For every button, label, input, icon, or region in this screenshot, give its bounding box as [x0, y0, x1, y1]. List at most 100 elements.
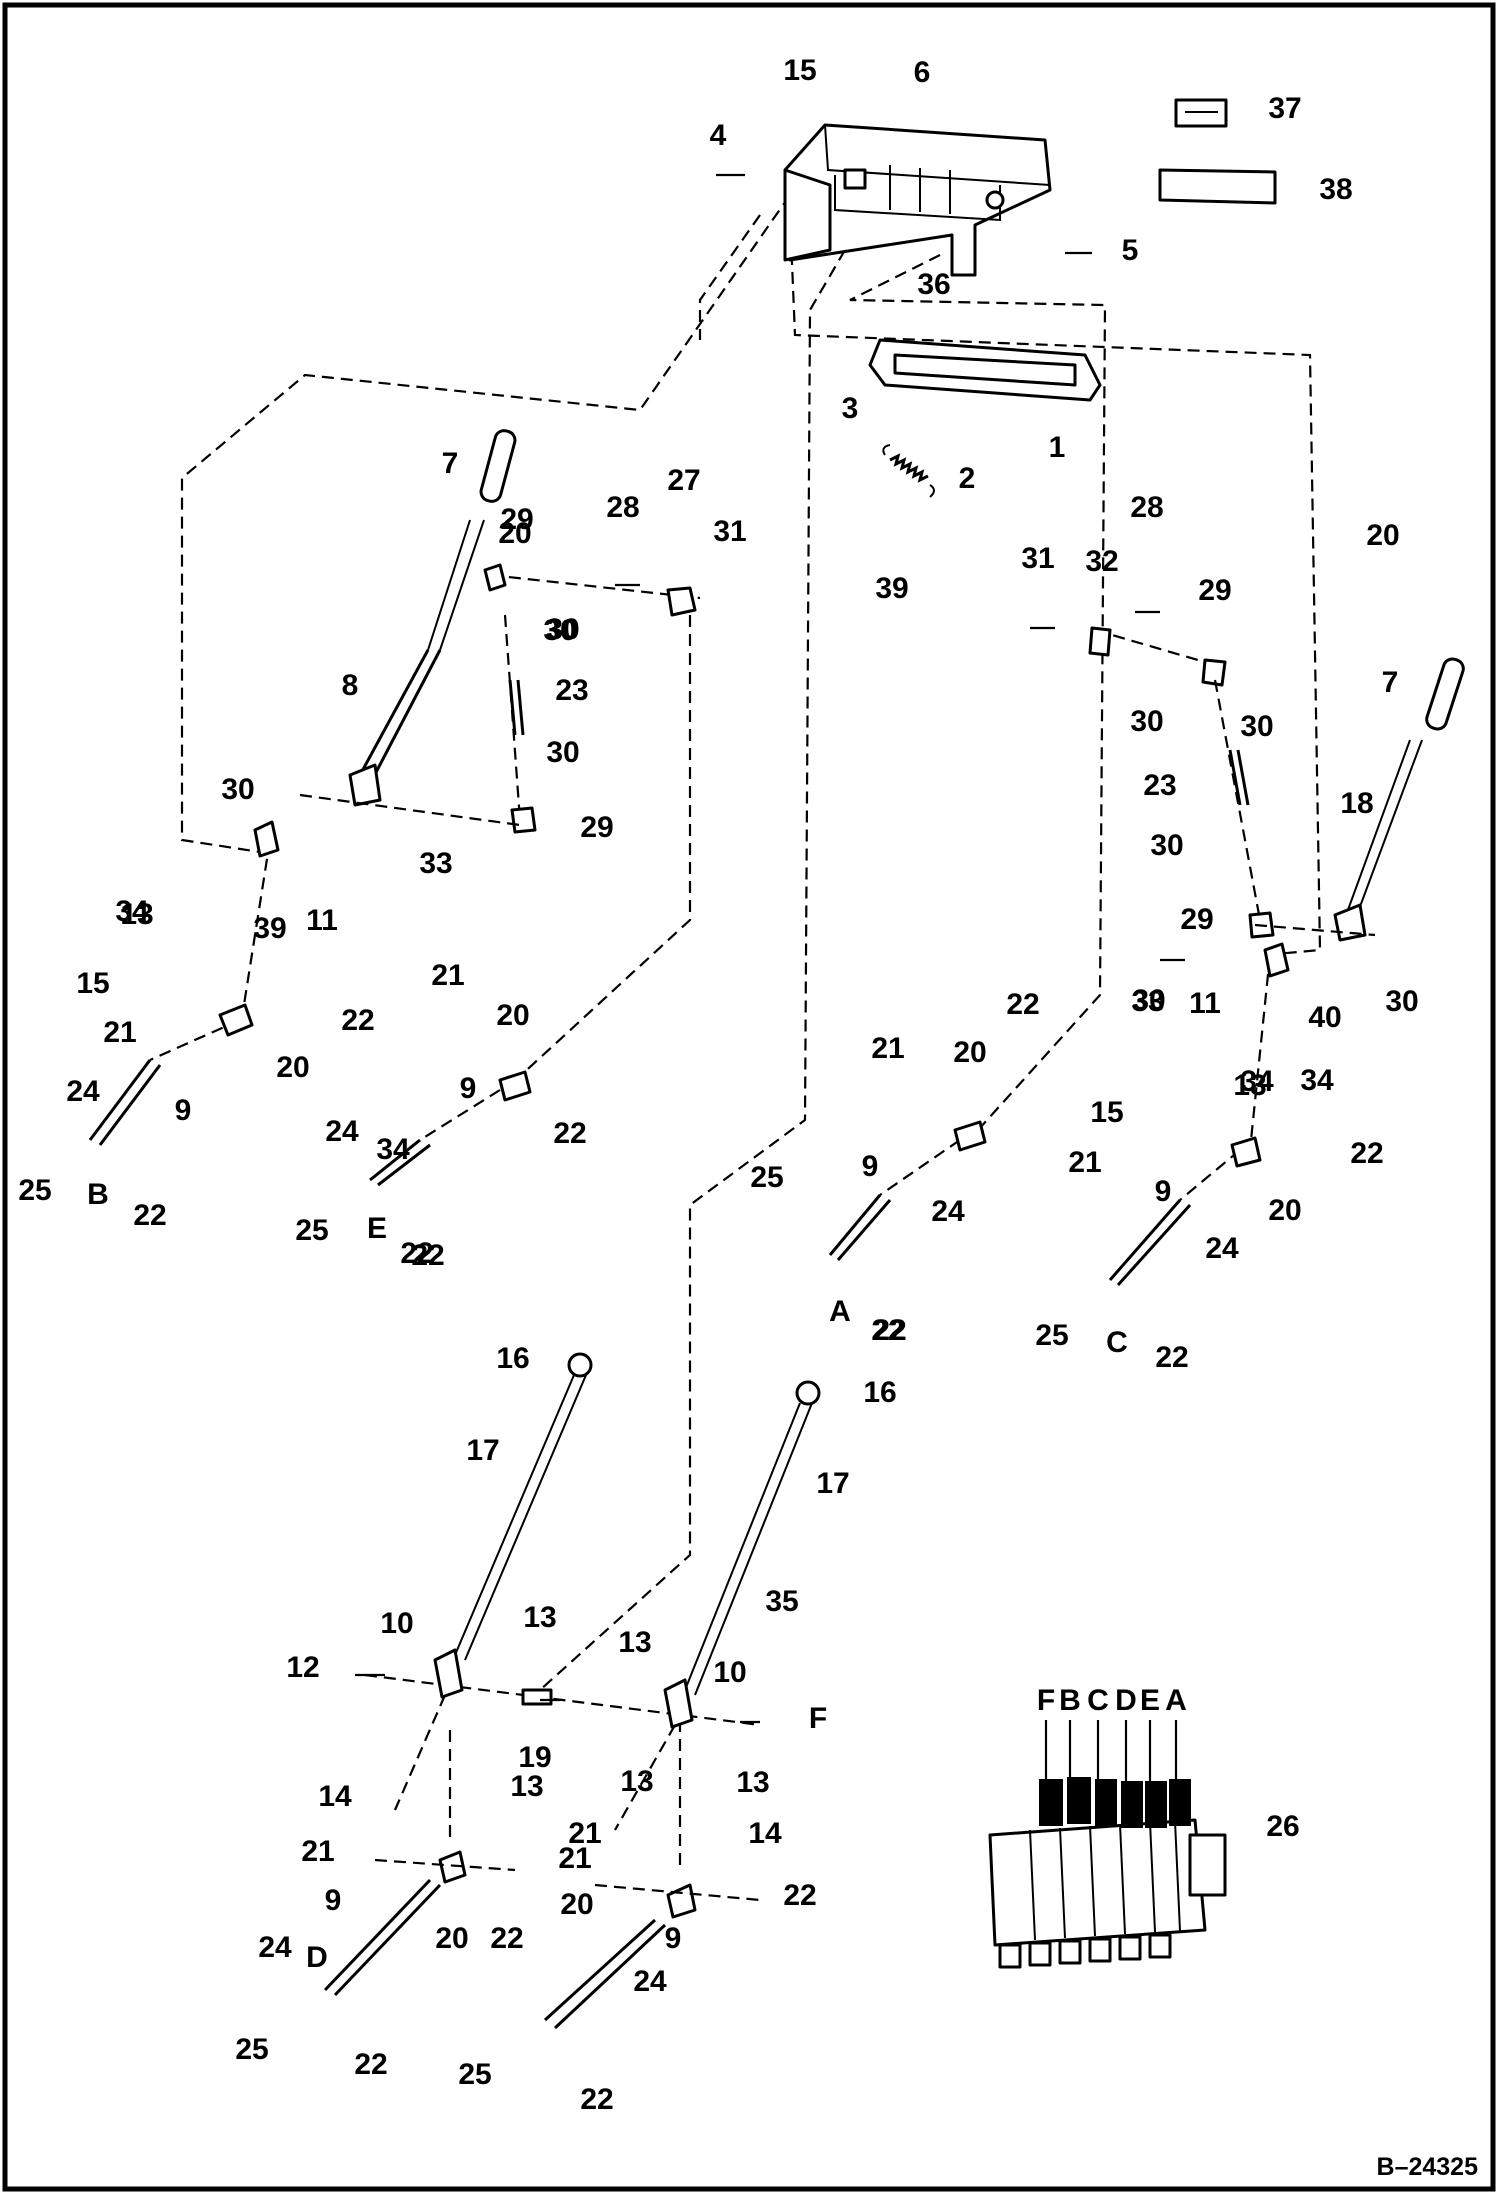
callout-15: 15 — [1090, 1096, 1123, 1129]
callout-13: 13 — [736, 1766, 769, 1799]
callout-35: 35 — [765, 1585, 798, 1618]
valve-label-D: D — [1115, 1684, 1137, 1717]
callout-9: 9 — [1155, 1175, 1172, 1208]
callout-16: 16 — [863, 1376, 896, 1409]
callout-24: 24 — [633, 1965, 667, 1998]
callout-20: 20 — [1366, 519, 1399, 552]
callout-34: 34 — [1240, 1065, 1274, 1098]
decals-36-37 — [1158, 98, 1277, 205]
callout-E: E — [367, 1212, 387, 1245]
drawing-id: B–24325 — [1377, 2153, 1479, 2181]
callout-22: 22 — [873, 1314, 906, 1347]
callout-7: 7 — [1382, 666, 1399, 699]
callout-24: 24 — [931, 1195, 965, 1228]
callout-29: 29 — [1180, 903, 1213, 936]
callout-9: 9 — [665, 1922, 682, 1955]
callout-24: 24 — [66, 1075, 100, 1108]
callout-14: 14 — [318, 1780, 352, 1813]
callout-30: 30 — [221, 773, 254, 806]
callout-39: 39 — [253, 912, 286, 945]
callout-30: 30 — [1132, 984, 1165, 1017]
callout-21: 21 — [1068, 1146, 1101, 1179]
callout-20: 20 — [560, 1888, 593, 1921]
callout-15: 15 — [783, 54, 816, 87]
callout-37: 37 — [1268, 92, 1301, 125]
callout-22: 22 — [871, 1314, 904, 1347]
callout-24: 24 — [325, 1115, 359, 1148]
callout-21: 21 — [103, 1016, 136, 1049]
callout-17: 17 — [816, 1467, 849, 1500]
callout-23: 23 — [1143, 769, 1176, 802]
callout-22: 22 — [133, 1199, 166, 1232]
callout-30: 30 — [1150, 829, 1183, 862]
valve-label-E: E — [1140, 1684, 1160, 1717]
callout-9: 9 — [175, 1094, 192, 1127]
callout-F: F — [809, 1702, 827, 1735]
callout-22: 22 — [341, 1004, 374, 1037]
callout-20: 20 — [1268, 1194, 1301, 1227]
callout-13: 13 — [620, 1765, 653, 1798]
callout-C: C — [1106, 1326, 1128, 1359]
callout-8: 8 — [342, 669, 359, 702]
valve-label-A: A — [1165, 1684, 1187, 1717]
callout-21: 21 — [558, 1842, 591, 1875]
callout-22: 22 — [580, 2083, 613, 2116]
callout-22: 22 — [1155, 1341, 1188, 1374]
lower-lever-assembly — [323, 1352, 821, 2030]
callout-9: 9 — [460, 1072, 477, 1105]
callout-20: 20 — [276, 1051, 309, 1084]
callout-38: 38 — [1319, 173, 1352, 206]
callout-29: 29 — [500, 503, 533, 536]
callout-20: 20 — [953, 1036, 986, 1069]
callout-9: 9 — [325, 1884, 342, 1917]
callout-20: 20 — [498, 517, 531, 550]
callout-13: 13 — [1233, 1069, 1266, 1102]
callout-27: 27 — [667, 464, 700, 497]
callout-22: 22 — [400, 1237, 433, 1270]
upper-linkages — [88, 1003, 1262, 1287]
callout-6: 6 — [914, 56, 931, 89]
callout-25: 25 — [458, 2058, 491, 2091]
callout-25: 25 — [1035, 1319, 1068, 1352]
callout-17: 17 — [466, 1434, 499, 1467]
callout-A: A — [829, 1295, 851, 1328]
callout-16: 16 — [496, 1342, 529, 1375]
callout-33: 33 — [1131, 985, 1164, 1018]
callout-4: 4 — [710, 119, 727, 152]
handle-part-1 — [868, 338, 1102, 402]
callout-10: 10 — [713, 1656, 746, 1689]
callout-7: 7 — [442, 447, 459, 480]
callout-9: 9 — [862, 1150, 879, 1183]
callout-22: 22 — [1006, 988, 1039, 1021]
assembly-dashed-lines — [180, 194, 1322, 1865]
callout-34: 34 — [115, 895, 149, 928]
small-hardware-pins — [355, 173, 1185, 1724]
callout-34: 34 — [1300, 1064, 1334, 1097]
callout-30: 30 — [1130, 705, 1163, 738]
callout-22: 22 — [783, 1879, 816, 1912]
callout-22: 22 — [354, 2048, 387, 2081]
callout-30: 30 — [546, 736, 579, 769]
callout-1: 1 — [1049, 431, 1066, 464]
callout-32: 32 — [1085, 545, 1118, 578]
callout-25: 25 — [295, 1214, 328, 1247]
callout-31: 31 — [713, 515, 746, 548]
callout-25: 25 — [750, 1161, 783, 1194]
callout-21: 21 — [871, 1032, 904, 1065]
callout-25: 25 — [18, 1174, 51, 1207]
control-bracket — [783, 123, 1052, 277]
callout-20: 20 — [496, 999, 529, 1032]
callout-15: 15 — [76, 967, 109, 1000]
callout-30: 30 — [1240, 710, 1273, 743]
callout-19: 19 — [518, 1741, 551, 1774]
callout-22: 22 — [553, 1117, 586, 1150]
callout-20: 20 — [435, 1922, 468, 1955]
valve-label-B: B — [1059, 1684, 1081, 1717]
callout-22: 22 — [1350, 1137, 1383, 1170]
callout-5: 5 — [1122, 234, 1139, 267]
callout-13: 13 — [510, 1770, 543, 1803]
callout-13: 13 — [618, 1626, 651, 1659]
